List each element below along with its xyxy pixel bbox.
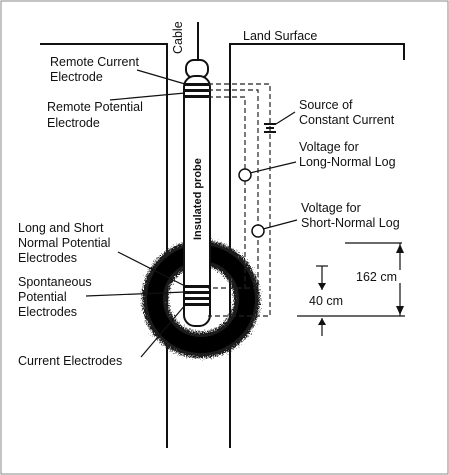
- short-normal-label-line2: Short-Normal Log: [301, 216, 400, 230]
- remote-current-label-line2: Electrode: [50, 70, 103, 84]
- dimension-162-label: 162 cm: [356, 270, 397, 284]
- current-electrodes: [185, 297, 209, 306]
- leader-lines: [85, 69, 298, 358]
- long-normal-label-line2: Long-Normal Log: [299, 155, 396, 169]
- dimension-markers: [297, 242, 405, 336]
- insulated-probe: [183, 59, 211, 327]
- source-label-line2: Constant Current: [299, 113, 395, 127]
- remote-current-electrode: [185, 83, 209, 86]
- land-surface-label: Land Surface: [243, 29, 317, 43]
- normal-potential-label-line3: Electrodes: [18, 251, 77, 265]
- short-normal-label-line1: Voltage for: [301, 201, 361, 215]
- dimension-40-label: 40 cm: [309, 294, 343, 308]
- normal-potential-label-line2: Normal Potential: [18, 236, 110, 250]
- source-label-line1: Source of: [299, 98, 353, 112]
- remote-current-label-line1: Remote Current: [50, 55, 139, 69]
- dashed-wiring: [208, 83, 271, 317]
- current-electrodes-label: Current Electrodes: [18, 354, 122, 368]
- sp-label-line3: Electrodes: [18, 305, 77, 319]
- normal-potential-label-line1: Long and Short: [18, 221, 104, 235]
- spontaneous-potential-electrodes: [185, 291, 209, 294]
- remote-potential-electrode: [185, 89, 209, 98]
- remote-potential-label-line1: Remote Potential: [47, 100, 143, 114]
- current-source-symbol: [264, 123, 276, 133]
- long-normal-label-line1: Voltage for: [299, 140, 359, 154]
- sp-label-line1: Spontaneous: [18, 275, 92, 289]
- cable-label: Cable: [171, 21, 185, 54]
- remote-potential-label-line2: Electrode: [47, 116, 100, 130]
- sp-label-line2: Potential: [18, 290, 67, 304]
- normal-potential-electrodes: [185, 285, 209, 288]
- short-normal-voltmeter-icon: [251, 224, 265, 238]
- dimension-arrowheads: [318, 244, 404, 325]
- long-normal-voltmeter-icon: [238, 168, 252, 182]
- borehole-right-wall: [229, 43, 405, 448]
- insulated-probe-label: Insulated probe: [192, 158, 204, 240]
